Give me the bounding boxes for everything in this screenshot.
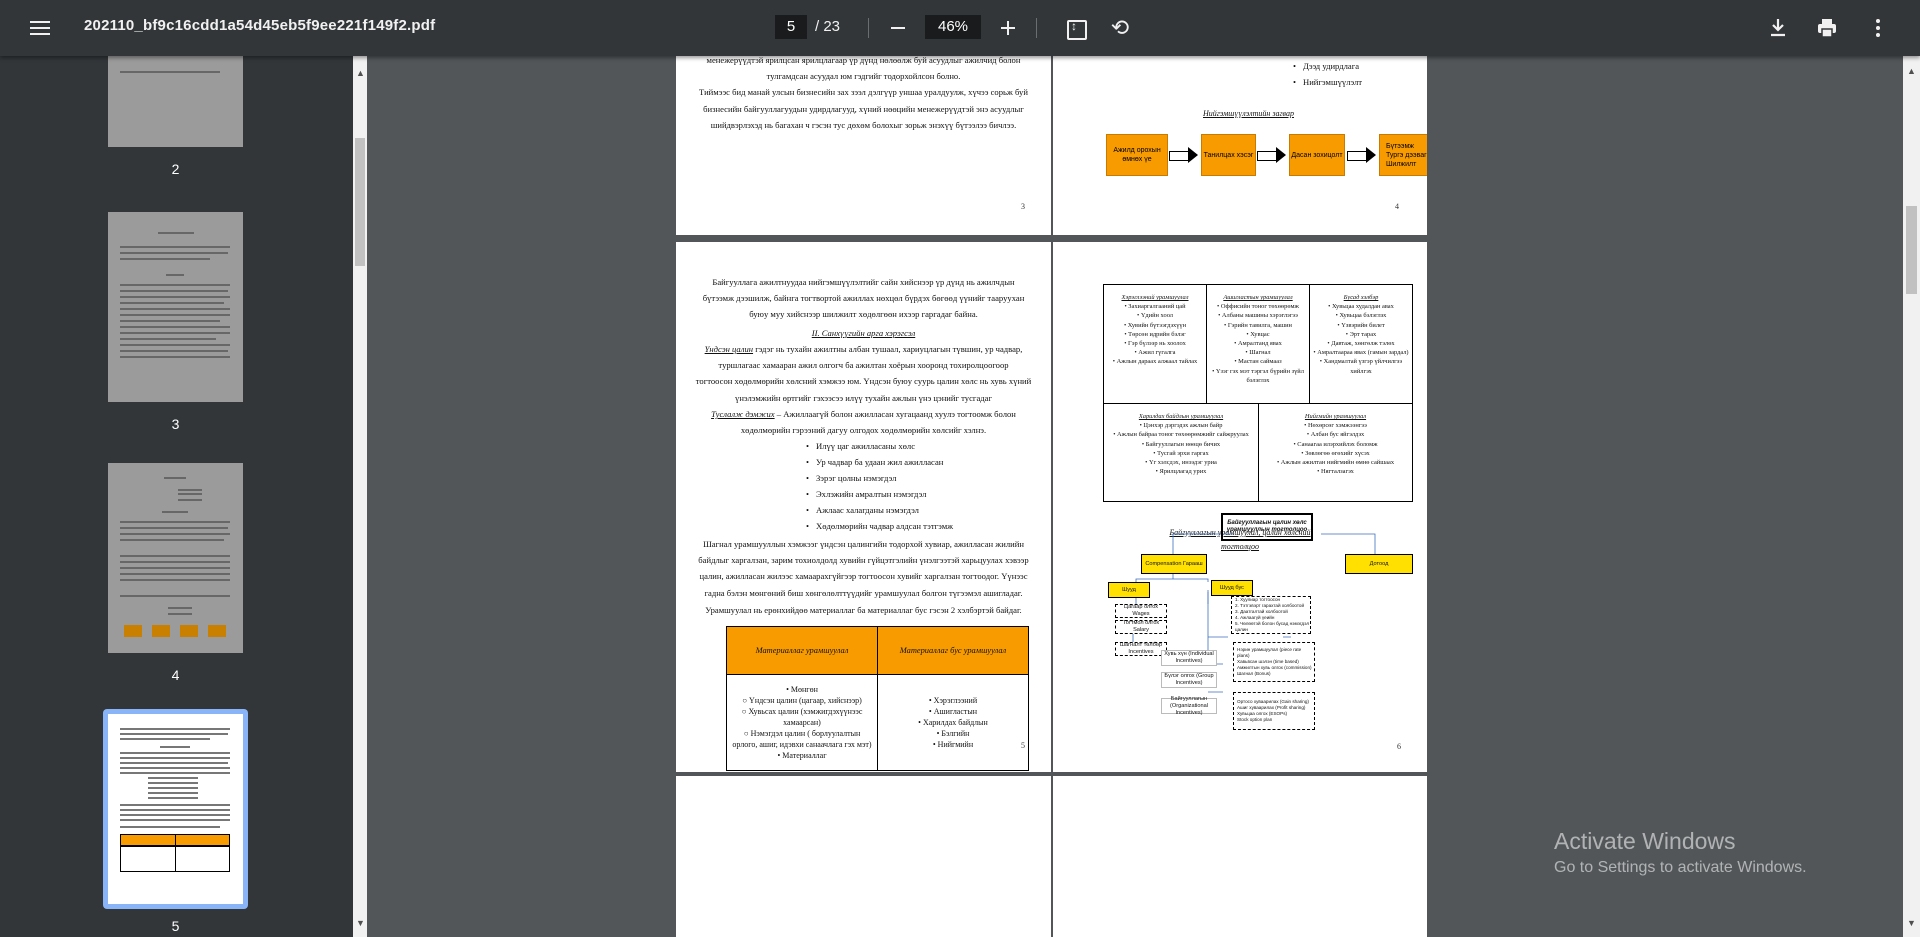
viewer-scrollbar[interactable]: ▲ ▼ bbox=[1903, 56, 1920, 937]
paragraph-support: Туслалж дэмжих – Ажиллаагүй болон ажилла… bbox=[711, 409, 1016, 436]
table-cell-material: • Мөнгөн ○ Үндсэн цалин (цагаар, хийснээ… bbox=[726, 674, 878, 771]
rotate-icon[interactable]: ⟲ bbox=[1110, 15, 1130, 40]
zoom-level-input[interactable]: 46% bbox=[925, 15, 981, 39]
table-cell-non-material: • Хэрэглээний • Ашигластын • Харилдах ба… bbox=[877, 674, 1029, 771]
org-compensation: Compensation Гарааш bbox=[1141, 554, 1207, 574]
flow-step-1: Ажилд орохын өмнөх үе bbox=[1106, 134, 1168, 176]
sidebar-scrollbar[interactable]: ▲ ▼ bbox=[353, 56, 367, 937]
page-number-input[interactable]: 5 bbox=[775, 15, 807, 39]
paragraph-types: Урамшуулал нь ерөнхийдөө материаллаг ба … bbox=[705, 605, 1022, 615]
pdf-page-4: Дээд удирдлага Нийгэмшүүлэлт Нийгэмшүүлэ… bbox=[1053, 56, 1427, 235]
flow-arrow-icon bbox=[1347, 147, 1377, 163]
download-icon[interactable] bbox=[1766, 16, 1790, 40]
section-title: II. Санхүүгийн арга хэрэгсэл bbox=[811, 328, 916, 338]
document-viewer[interactable]: менежерүүдтэй ярилцсан ярилцлагаар үр дү… bbox=[367, 56, 1920, 937]
thumbnail-sidebar: 2 3 bbox=[0, 56, 355, 937]
org-internal: Дотоод bbox=[1345, 554, 1413, 574]
org-root: Байгууллагын цалин хөлс урамшууллын тогт… bbox=[1221, 513, 1313, 541]
pdf-toolbar: 202110_bf9c16cdd1a54d45eb5f9ee221f149f2.… bbox=[0, 0, 1920, 56]
org-organizational-plans: Ортосо хуваарилах (Gain sharing) Ашиг ху… bbox=[1233, 692, 1315, 730]
thumbnail-page-4[interactable]: 4 bbox=[103, 463, 248, 683]
menu-icon[interactable] bbox=[28, 16, 52, 40]
flow-step-2: Танилцах хэсэг bbox=[1201, 134, 1256, 176]
thumbnail-number: 3 bbox=[171, 416, 180, 432]
pdf-page-5: Байгууллага ажилтнуудаа нийгэмшүүлэлтийг… bbox=[676, 242, 1051, 772]
print-icon[interactable] bbox=[1815, 16, 1839, 40]
org-indirect-list: 1. Хуулиар тогтоосон 2. Тэтгэвэрт гарахт… bbox=[1231, 596, 1311, 634]
flow-arrow-icon bbox=[1257, 147, 1287, 163]
org-incentives: Шагналт төлбөр Incentives bbox=[1115, 642, 1167, 656]
table-header: Материаллаг урамшуулал bbox=[726, 626, 878, 675]
scroll-up-icon[interactable]: ▲ bbox=[1907, 66, 1916, 76]
flow-arrow-icon bbox=[1169, 147, 1199, 163]
incentive-table: Материаллаг урамшуулал Материаллаг бус у… bbox=[726, 626, 1029, 771]
pdf-page-3: менежерүүдтэй ярилцсан ярилцлагаар үр дү… bbox=[676, 56, 1051, 235]
document-title: 202110_bf9c16cdd1a54d45eb5f9ee221f149f2.… bbox=[84, 17, 436, 34]
watermark-subtitle: Go to Settings to activate Windows. bbox=[1554, 859, 1807, 876]
flow-step-3: Дасан зохицолт bbox=[1289, 134, 1345, 176]
grid-other: Бусад хэлбэр • Хувьцаа худалдан авах • Х… bbox=[1309, 284, 1413, 404]
page-5-intro: Байгууллага ажилтнуудаа нийгэмшүүлэлтийг… bbox=[702, 277, 1025, 320]
page-number: 5 bbox=[1021, 741, 1025, 750]
pdf-page-6: Хэрэглээний урамшуулал • Захиаргалгааний… bbox=[1053, 242, 1427, 772]
flow-step-4: Бүтээмж Тургэ дээвагвар Шилжилт bbox=[1379, 134, 1427, 176]
thumbnail-page-5[interactable]: 5 bbox=[103, 709, 248, 934]
more-options-icon[interactable] bbox=[1866, 16, 1890, 40]
zoom-in-button[interactable] bbox=[996, 16, 1020, 40]
pdf-page-8 bbox=[1053, 776, 1427, 937]
scroll-down-icon[interactable]: ▼ bbox=[1907, 918, 1916, 928]
org-indirect: Шууд бус bbox=[1211, 580, 1253, 596]
page-number: 4 bbox=[1395, 202, 1399, 211]
org-wages: Цагаар олгох Wages bbox=[1115, 604, 1167, 618]
viewer-scrollbar-thumb[interactable] bbox=[1906, 206, 1917, 294]
thumbnail-number: 4 bbox=[171, 667, 180, 683]
page-number: 3 bbox=[1021, 202, 1025, 211]
thumbnail-page-2[interactable]: 2 bbox=[103, 56, 248, 177]
toolbar-divider bbox=[1036, 18, 1037, 38]
org-direct: Шууд bbox=[1108, 582, 1150, 598]
pdf-page-7 bbox=[676, 776, 1051, 937]
scroll-down-icon[interactable]: ▼ bbox=[356, 918, 365, 928]
page-number: 6 bbox=[1397, 742, 1401, 751]
grid-usage: Ашигластын урамшуулал • Оффисийн тоног т… bbox=[1206, 284, 1310, 404]
sidebar-scrollbar-thumb[interactable] bbox=[355, 138, 365, 266]
org-individual-plans: Нэрин урамшуулал (piece rate plans) Хавь… bbox=[1233, 642, 1315, 682]
org-salary: Тогтмол олгох Salary bbox=[1115, 620, 1167, 634]
page-4-bullets: Дээд удирдлага Нийгэмшүүлэлт bbox=[1293, 58, 1362, 90]
thumbnail-number: 5 bbox=[171, 918, 180, 934]
table-header: Материаллаг бус урамшуулал bbox=[877, 626, 1029, 675]
paragraph-bonus: Шагнал урамшууллын хэмжээг үндсэн цалинг… bbox=[698, 539, 1029, 598]
org-chart-title: Байгууллагын урамшуулал, цалин хөлсний т… bbox=[1169, 528, 1311, 551]
scroll-up-icon[interactable]: ▲ bbox=[356, 68, 365, 78]
page-5-bullets: Илүү цаг ажилласаны хөлс Ур чадвар ба уд… bbox=[806, 438, 953, 534]
fit-to-page-button[interactable] bbox=[1064, 16, 1088, 40]
thumbnail-number: 2 bbox=[171, 161, 180, 177]
watermark-title: Activate Windows bbox=[1554, 828, 1736, 854]
zoom-out-button[interactable] bbox=[886, 16, 910, 40]
flow-heading: Нийгэмшүүлэлтийн загвар bbox=[1203, 109, 1294, 118]
org-organizational: Байгууллагын (Organizational Incentives) bbox=[1161, 696, 1217, 716]
paragraph-salary: Үндсэн цалин гэдэг нь тухайн ажилтны алб… bbox=[695, 344, 1032, 403]
org-group: Бүлэг олгох (Group Incentives) bbox=[1161, 672, 1217, 688]
grid-social: Нийгмийн урамшуулал • Нөхөрсөг хэмжээнгэ… bbox=[1258, 403, 1413, 502]
windows-activation-watermark: Activate Windows Go to Settings to activ… bbox=[1554, 828, 1807, 877]
thumbnail-page-3[interactable]: 3 bbox=[103, 212, 248, 432]
org-individual: Хувь хүн (Individual Incentives) bbox=[1161, 650, 1217, 666]
toolbar-divider bbox=[868, 18, 869, 38]
total-pages: / 23 bbox=[815, 18, 841, 35]
page-3-text: менежерүүдтэй ярилцсан ярилцлагаар үр дү… bbox=[699, 56, 1028, 130]
